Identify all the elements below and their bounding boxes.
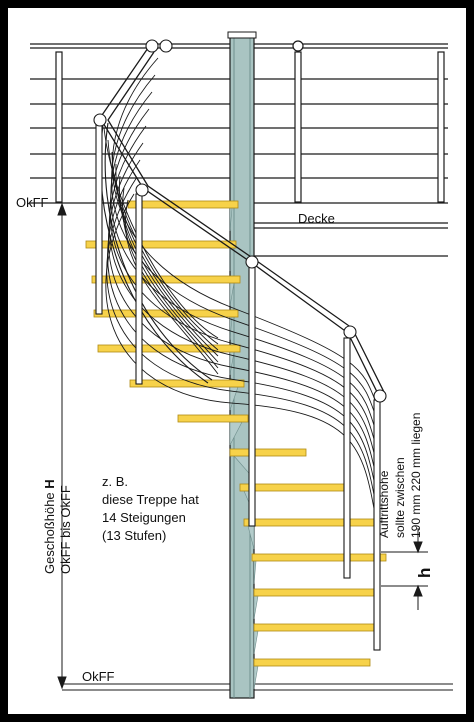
tread [253,588,381,597]
railing-wire [105,193,379,531]
tread [85,240,237,249]
tread [251,553,387,562]
tread [239,483,351,492]
okff-top-label: OkFF [16,195,49,210]
tread-bracket [253,560,257,585]
tread [243,518,381,527]
auftritt-line-3: 190 mm 220 mm liegen [409,413,423,538]
storey-height-dimension [57,202,67,690]
auftritt-line-2: sollte zwischen [393,457,407,538]
railing-wire [125,199,219,375]
tread [177,414,249,423]
railing-wires [103,57,379,531]
tread-bracket [253,595,259,620]
railing-wire [107,139,219,345]
tread-bracket [253,665,259,690]
drawing-panel: OkFF OkFF Decke z. B. diese Treppe hat 1… [8,8,466,714]
decke-label: Decke [298,211,335,226]
geschoss-prefix: Geschoßhöhe [42,489,57,574]
tread [253,658,371,667]
storey-height-label: Geschoßhöhe H OkFF bis OkFF [42,479,73,574]
example-note: z. B. diese Treppe hat 14 Steigungen (13… [102,474,199,543]
auftritt-line-1: Auftrittshöhe [377,470,391,538]
spiral-staircase-diagram: OkFF OkFF Decke z. B. diese Treppe hat 1… [16,31,453,699]
tread [91,275,241,284]
example-line-3: 14 Steigungen [102,510,186,525]
handrail [99,47,387,399]
riser-note: Auftrittshöhe sollte zwischen 190 mm 220… [377,413,423,538]
geschoss-line-2: OkFF bis OkFF [58,485,73,574]
tread-bracket [253,630,259,655]
railing-wire [106,176,379,516]
geschoss-symbol: H [42,479,57,488]
level-lines [62,202,453,691]
upper-railing-posts [55,40,445,203]
railing-wire [108,125,379,470]
railing-wire [103,127,219,339]
railing-wire [111,74,379,424]
example-line-4: (13 Stufen) [102,528,166,543]
example-line-1: z. B. [102,474,128,489]
h-symbol: h [415,568,434,578]
railing-wire [122,187,219,369]
railing-wire [115,163,219,357]
tread [127,200,239,209]
riser-height-dimension [381,528,428,610]
railing-wire [107,159,379,500]
railing-wire [111,151,219,351]
railing-wire [111,57,379,409]
okff-bottom-label: OkFF [82,669,115,684]
example-line-2: diese Treppe hat [102,492,199,507]
railing-wire [118,175,219,363]
tread [253,623,375,632]
geschoss-line-1: Geschoßhöhe H [42,479,57,574]
railing-wire [110,91,379,439]
tread [229,448,307,457]
railing-wire [108,142,379,485]
tread [129,379,245,388]
stair-posts [93,39,387,651]
